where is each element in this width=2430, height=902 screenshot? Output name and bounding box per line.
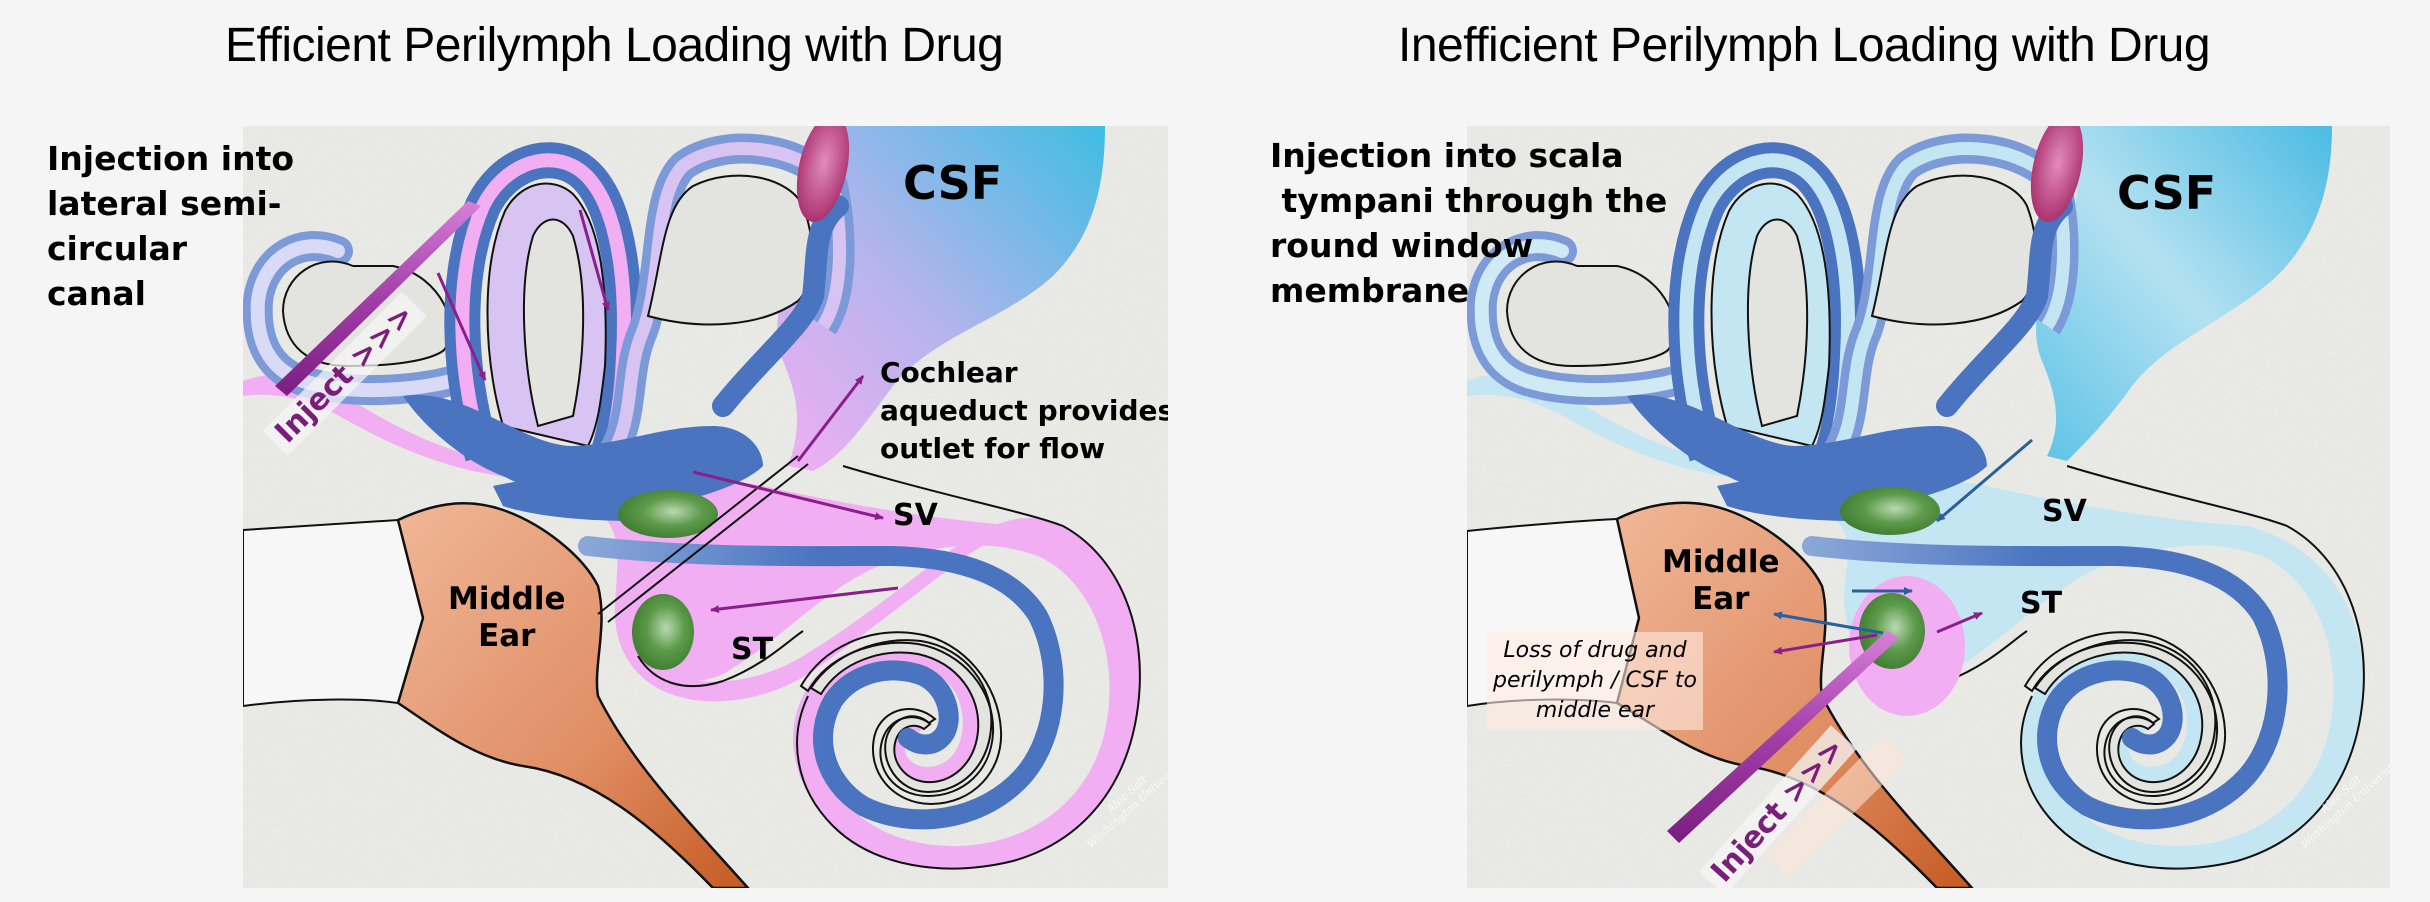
endolymphatic-sac	[796, 126, 850, 223]
diagram-efficient-loading: CSF SV ST Middle Ear Cochlear aqueduct p…	[243, 126, 1168, 888]
basilar-membrane	[578, 536, 1064, 830]
basilar-membrane	[1802, 536, 2288, 830]
injection-needle[interactable]	[1667, 631, 1899, 843]
panel-title-efficient: Efficient Perilymph Loading with Drug	[225, 19, 1004, 72]
caption-injection-semicircular-canal: Injection into lateral semi- circular ca…	[47, 139, 295, 313]
label-sv: SV	[2042, 494, 2087, 529]
middle-ear	[396, 502, 750, 888]
label-middle-ear: Middle Ear	[448, 581, 566, 655]
semicircular-canals	[1467, 133, 2079, 521]
label-middle-ear: Middle Ear	[1662, 544, 1780, 618]
injection-needle[interactable]	[275, 201, 481, 396]
oval-window	[618, 490, 718, 538]
label-st: ST	[2020, 586, 2063, 621]
csf-reservoir	[2036, 126, 2332, 461]
label-csf: CSF	[903, 156, 1003, 210]
flow-arrows	[436, 209, 899, 614]
panel-title-inefficient: Inefficient Perilymph Loading with Drug	[1398, 19, 2211, 72]
label-cochlear-aqueduct: Cochlear aqueduct provides outlet for fl…	[880, 356, 1168, 465]
ear-canal	[243, 518, 425, 708]
endolymphatic-sac	[2030, 126, 2084, 223]
round-window	[632, 594, 694, 670]
label-csf: CSF	[2117, 166, 2217, 220]
label-loss-to-middle-ear: Loss of drug and perilymph / CSF to midd…	[1487, 632, 1703, 730]
label-st: ST	[731, 632, 774, 667]
label-sv: SV	[893, 498, 938, 533]
caption-injection-round-window: Injection into scala tympani through the…	[1270, 136, 1668, 310]
flow-arrows	[1773, 438, 2033, 655]
diagram-inefficient-loading: CSF SV ST Middle Ear Loss of drug and pe…	[1467, 126, 2390, 888]
cochlea-perilymph	[1844, 480, 2364, 869]
oval-window	[1840, 487, 1940, 535]
